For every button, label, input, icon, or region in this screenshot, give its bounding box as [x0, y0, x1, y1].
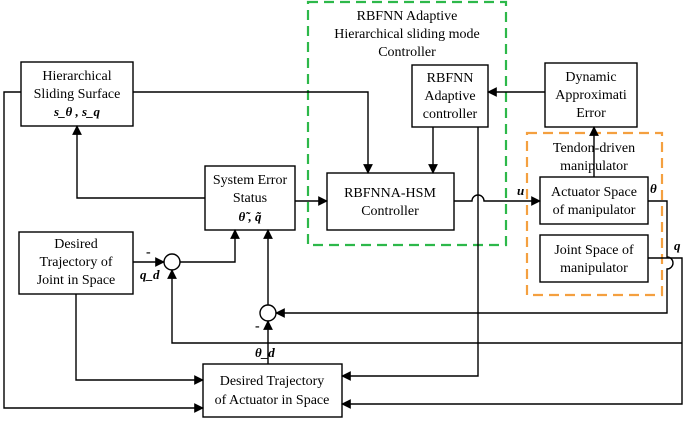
signal-thetad-label: θ_d — [255, 345, 275, 360]
svg-text:Hierarchical: Hierarchical — [42, 69, 111, 84]
svg-text:θ̃ , q̃: θ̃ , q̃ — [239, 209, 262, 224]
minus-sign-actuator: - — [255, 319, 260, 334]
svg-text:of Actuator in Space: of Actuator in Space — [215, 393, 330, 408]
svg-text:Approximati: Approximati — [555, 88, 627, 103]
rbfnn-adaptive-controller-block: RBFNN Adaptive controller — [411, 64, 489, 128]
svg-text:manipulator: manipulator — [560, 261, 628, 276]
svg-text:RBFNN: RBFNN — [427, 71, 474, 86]
summing-junction-joint — [163, 253, 181, 271]
green-controller-group — [306, 0, 508, 247]
svg-text:Actuator Space: Actuator Space — [551, 185, 637, 200]
svg-text:Controller: Controller — [361, 204, 419, 219]
desired-joint-trajectory-block: Desired Trajectory of Joint in Space — [18, 231, 134, 295]
svg-text:Desired Trajectory: Desired Trajectory — [220, 374, 325, 389]
svg-text:Sliding Surface: Sliding Surface — [34, 87, 121, 102]
svg-text:Dynamic: Dynamic — [565, 70, 616, 85]
svg-text:Error: Error — [576, 106, 606, 121]
hierarchical-sliding-surface-block: Hierarchical Sliding Surface s_θ , s_q — [20, 61, 134, 127]
minus-sign-joint: - — [146, 245, 151, 260]
svg-text:Trajectory of: Trajectory of — [40, 255, 113, 270]
green-group-title-2: Hierarchical sliding mode — [334, 27, 479, 42]
green-group-title-3: Controller — [378, 45, 436, 60]
svg-text:RBFNNA-HSM: RBFNNA-HSM — [344, 186, 436, 201]
actuator-space-block: Actuator Space of manipulator — [539, 176, 649, 225]
svg-text:Joint Space of: Joint Space of — [554, 243, 634, 258]
svg-text:Status: Status — [233, 191, 267, 206]
svg-text:Adaptive: Adaptive — [424, 89, 475, 104]
signal-u-label: u — [517, 183, 524, 198]
desired-actuator-trajectory-block: Desired Trajectory of Actuator in Space — [202, 363, 343, 418]
svg-text:controller: controller — [423, 107, 478, 122]
svg-text:s_θ , s_q: s_θ , s_q — [53, 104, 101, 119]
svg-text:of manipulator: of manipulator — [553, 203, 636, 218]
system-error-status-block: System Error Status θ̃ , q̃ — [204, 165, 296, 231]
svg-text:Desired: Desired — [54, 237, 98, 252]
green-group-title-1: RBFNN Adaptive — [357, 9, 458, 24]
summing-junction-actuator — [259, 304, 277, 322]
rbfnna-hsm-controller-block: RBFNNA-HSM Controller — [326, 172, 455, 231]
dynamic-approximation-error-block: Dynamic Approximati Error — [544, 62, 638, 128]
signal-wires — [3, 87, 683, 413]
signal-q-label: q — [674, 238, 681, 253]
svg-text:System Error: System Error — [213, 173, 288, 188]
svg-text:Joint in Space: Joint in Space — [37, 273, 116, 288]
signal-qd-label: q_d — [140, 267, 160, 282]
signal-theta-label: θ — [650, 181, 657, 196]
joint-space-block: Joint Space of manipulator — [539, 234, 649, 283]
